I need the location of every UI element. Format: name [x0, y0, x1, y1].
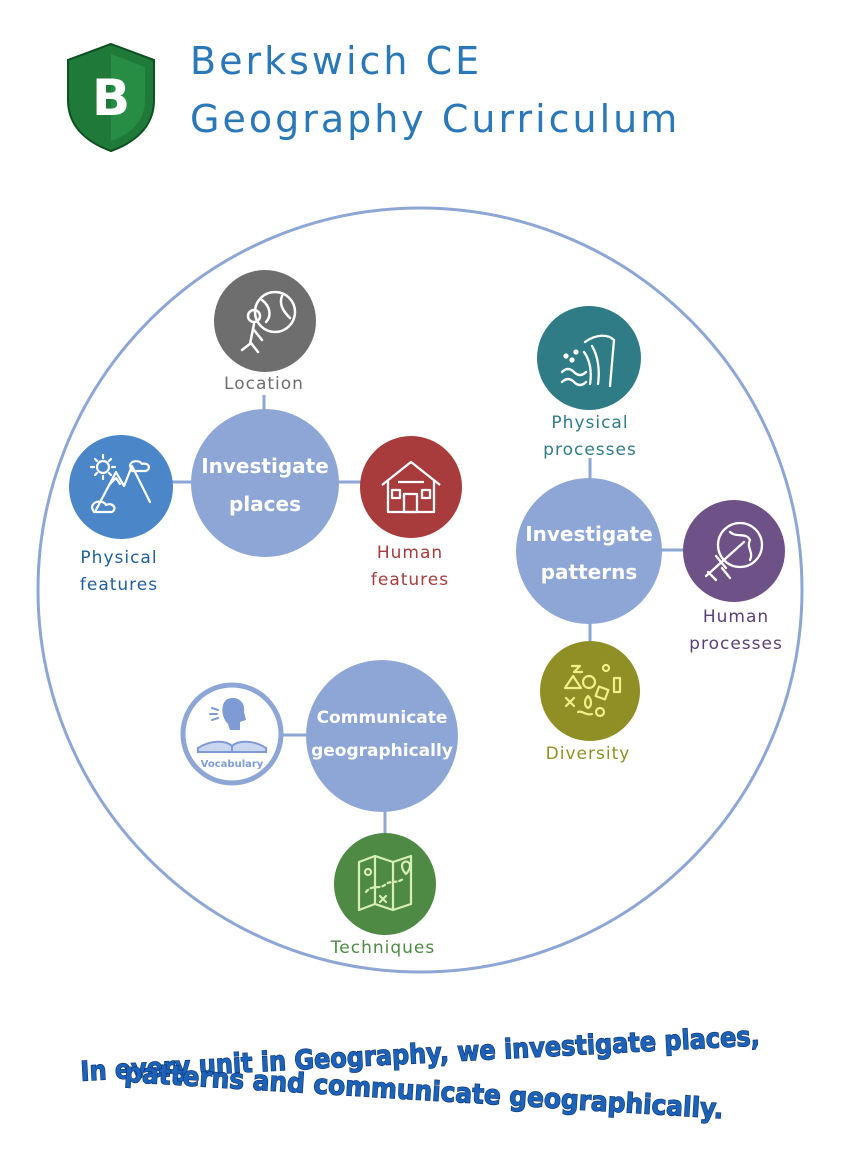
shapes-icon — [563, 663, 622, 718]
satellite-physical-processes: Physical processes — [537, 306, 641, 460]
satellite-human-processes: Human processes — [683, 500, 785, 654]
satellite-human-features: Human features — [360, 436, 462, 590]
satellite-physical-features: Physical features — [69, 435, 173, 595]
waterfall-icon — [560, 334, 616, 388]
satellite-label-line2: processes — [689, 634, 783, 654]
satellite-label: Techniques — [330, 938, 435, 958]
house-icon — [381, 460, 441, 514]
satellite-label-line2: features — [371, 570, 449, 590]
satellite-label-line1: Physical — [551, 413, 628, 433]
satellite-label: Diversity — [546, 744, 631, 764]
page-title-line1: Berkswich CE — [190, 39, 482, 83]
globe-plane-icon — [704, 521, 764, 582]
satellite-label-line1: Human — [703, 607, 769, 627]
hub-label-line2: places — [229, 492, 301, 516]
badge-letter: B — [92, 69, 130, 127]
school-badge: B — [67, 42, 155, 153]
map-icon — [357, 854, 413, 912]
hub-label-line1: Investigate — [201, 454, 329, 478]
satellite-techniques: Techniques — [330, 833, 436, 958]
hub-label-line1: Investigate — [525, 522, 653, 546]
tagline: In every unit in Geography, we investiga… — [79, 1021, 761, 1126]
hub-label-line1: Communicate — [317, 708, 448, 728]
page-title-line2: Geography Curriculum — [190, 97, 680, 141]
satellite-vocabulary: Vocabulary — [180, 682, 284, 786]
satellite-label-line2: features — [80, 575, 158, 595]
satellite-label-line1: Physical — [80, 548, 157, 568]
hub-label-line2: patterns — [541, 560, 638, 584]
satellite-diversity: Diversity — [540, 641, 640, 764]
book-speaker-icon — [197, 697, 267, 753]
mountain-sun-icon — [89, 453, 152, 514]
hub-label-line2: geographically — [311, 741, 453, 761]
hub-communicate-geographically: Communicate geographically — [306, 660, 458, 812]
hub-investigate-patterns: Investigate patterns — [516, 478, 662, 624]
vocabulary-label: Vocabulary — [201, 759, 264, 770]
connectors — [172, 395, 684, 834]
satellite-location: Location — [214, 270, 316, 394]
satellite-label: Location — [224, 374, 304, 394]
globe-person-icon — [240, 290, 297, 354]
satellite-label-line2: processes — [543, 440, 637, 460]
hub-investigate-places: Investigate places — [191, 409, 339, 557]
outer-ring — [36, 206, 804, 974]
satellite-label-line1: Human — [377, 543, 443, 563]
